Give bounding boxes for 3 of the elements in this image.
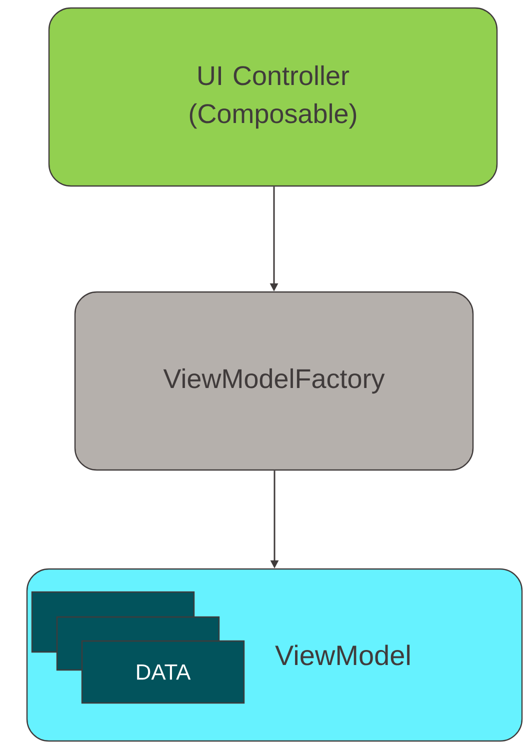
process-box: ViewModelFactory [74, 291, 474, 471]
process-box: UI Controller (Composable) [48, 7, 498, 187]
data-card: DATA [81, 640, 245, 704]
